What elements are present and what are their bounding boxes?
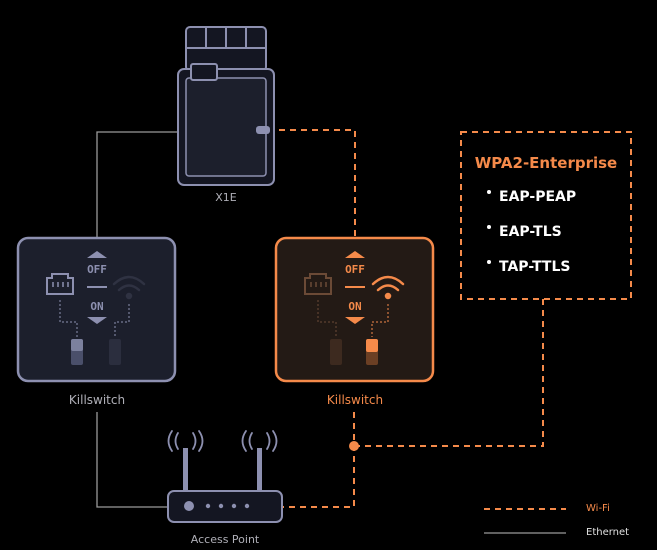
wifi-icon [112,275,146,300]
legend-wifi-label: Wi-Fi [586,503,610,514]
radio-waves-icon [167,430,278,452]
killswitch-left-label: Killswitch [68,393,126,407]
toggle-switch-icon [330,339,378,365]
legend-ethernet-label: Ethernet [586,527,630,538]
wpa-method-item: TAP-TTLS [487,259,571,275]
ethernet-line-killswitch-to-ap [96,412,168,508]
x1e-device [177,26,275,186]
toggle-switch-icon [71,339,121,365]
wpa-method-label: TAP-TTLS [499,259,571,275]
chevron-down-icon [87,317,107,324]
wifi-icon [371,275,405,300]
ethernet-port-icon [46,273,74,295]
connections [96,129,544,508]
wpa-method-label: EAP-PEAP [499,189,577,205]
ethernet-port-icon [304,273,332,295]
killswitch-right-on-label: ON [348,300,361,313]
killswitch-left-off-label: OFF [87,263,107,276]
wpa-box [460,131,632,300]
wifi-junction-dot [349,441,359,451]
killswitch-right-label: Killswitch [326,393,384,407]
antenna-icon [183,448,262,494]
access-point [167,430,283,523]
wpa-title: WPA2-Enterprise [474,154,618,172]
bullet-icon [487,190,491,194]
chevron-up-icon [345,251,365,258]
router-icon [167,490,283,523]
bullet-icon [487,260,491,264]
killswitch-right-off-label: OFF [345,263,365,276]
wpa-method-item: EAP-TLS [487,224,562,240]
wifi-indicator-line [114,304,130,337]
x1e-label: X1E [215,191,237,204]
tablet-device-icon [177,26,275,186]
wifi-line-junction-to-wpa [354,299,544,447]
access-point-label: Access Point [190,533,260,546]
killswitch-left-on-label: ON [90,300,103,313]
wpa-method-label: EAP-TLS [499,224,562,240]
wifi-line-x1e-to-killswitch [268,129,356,238]
wifi-indicator-line [371,304,389,337]
killswitch-right: OFF ON [274,236,435,383]
wifi-line-killswitch-to-ap [282,412,355,508]
bullet-icon [487,225,491,229]
chevron-down-icon [345,317,365,324]
killswitch-left: OFF ON [16,236,177,383]
wpa-method-item: EAP-PEAP [487,189,576,205]
chevron-up-icon [87,251,107,258]
ethernet-line-x1e-to-killswitch [96,131,178,238]
